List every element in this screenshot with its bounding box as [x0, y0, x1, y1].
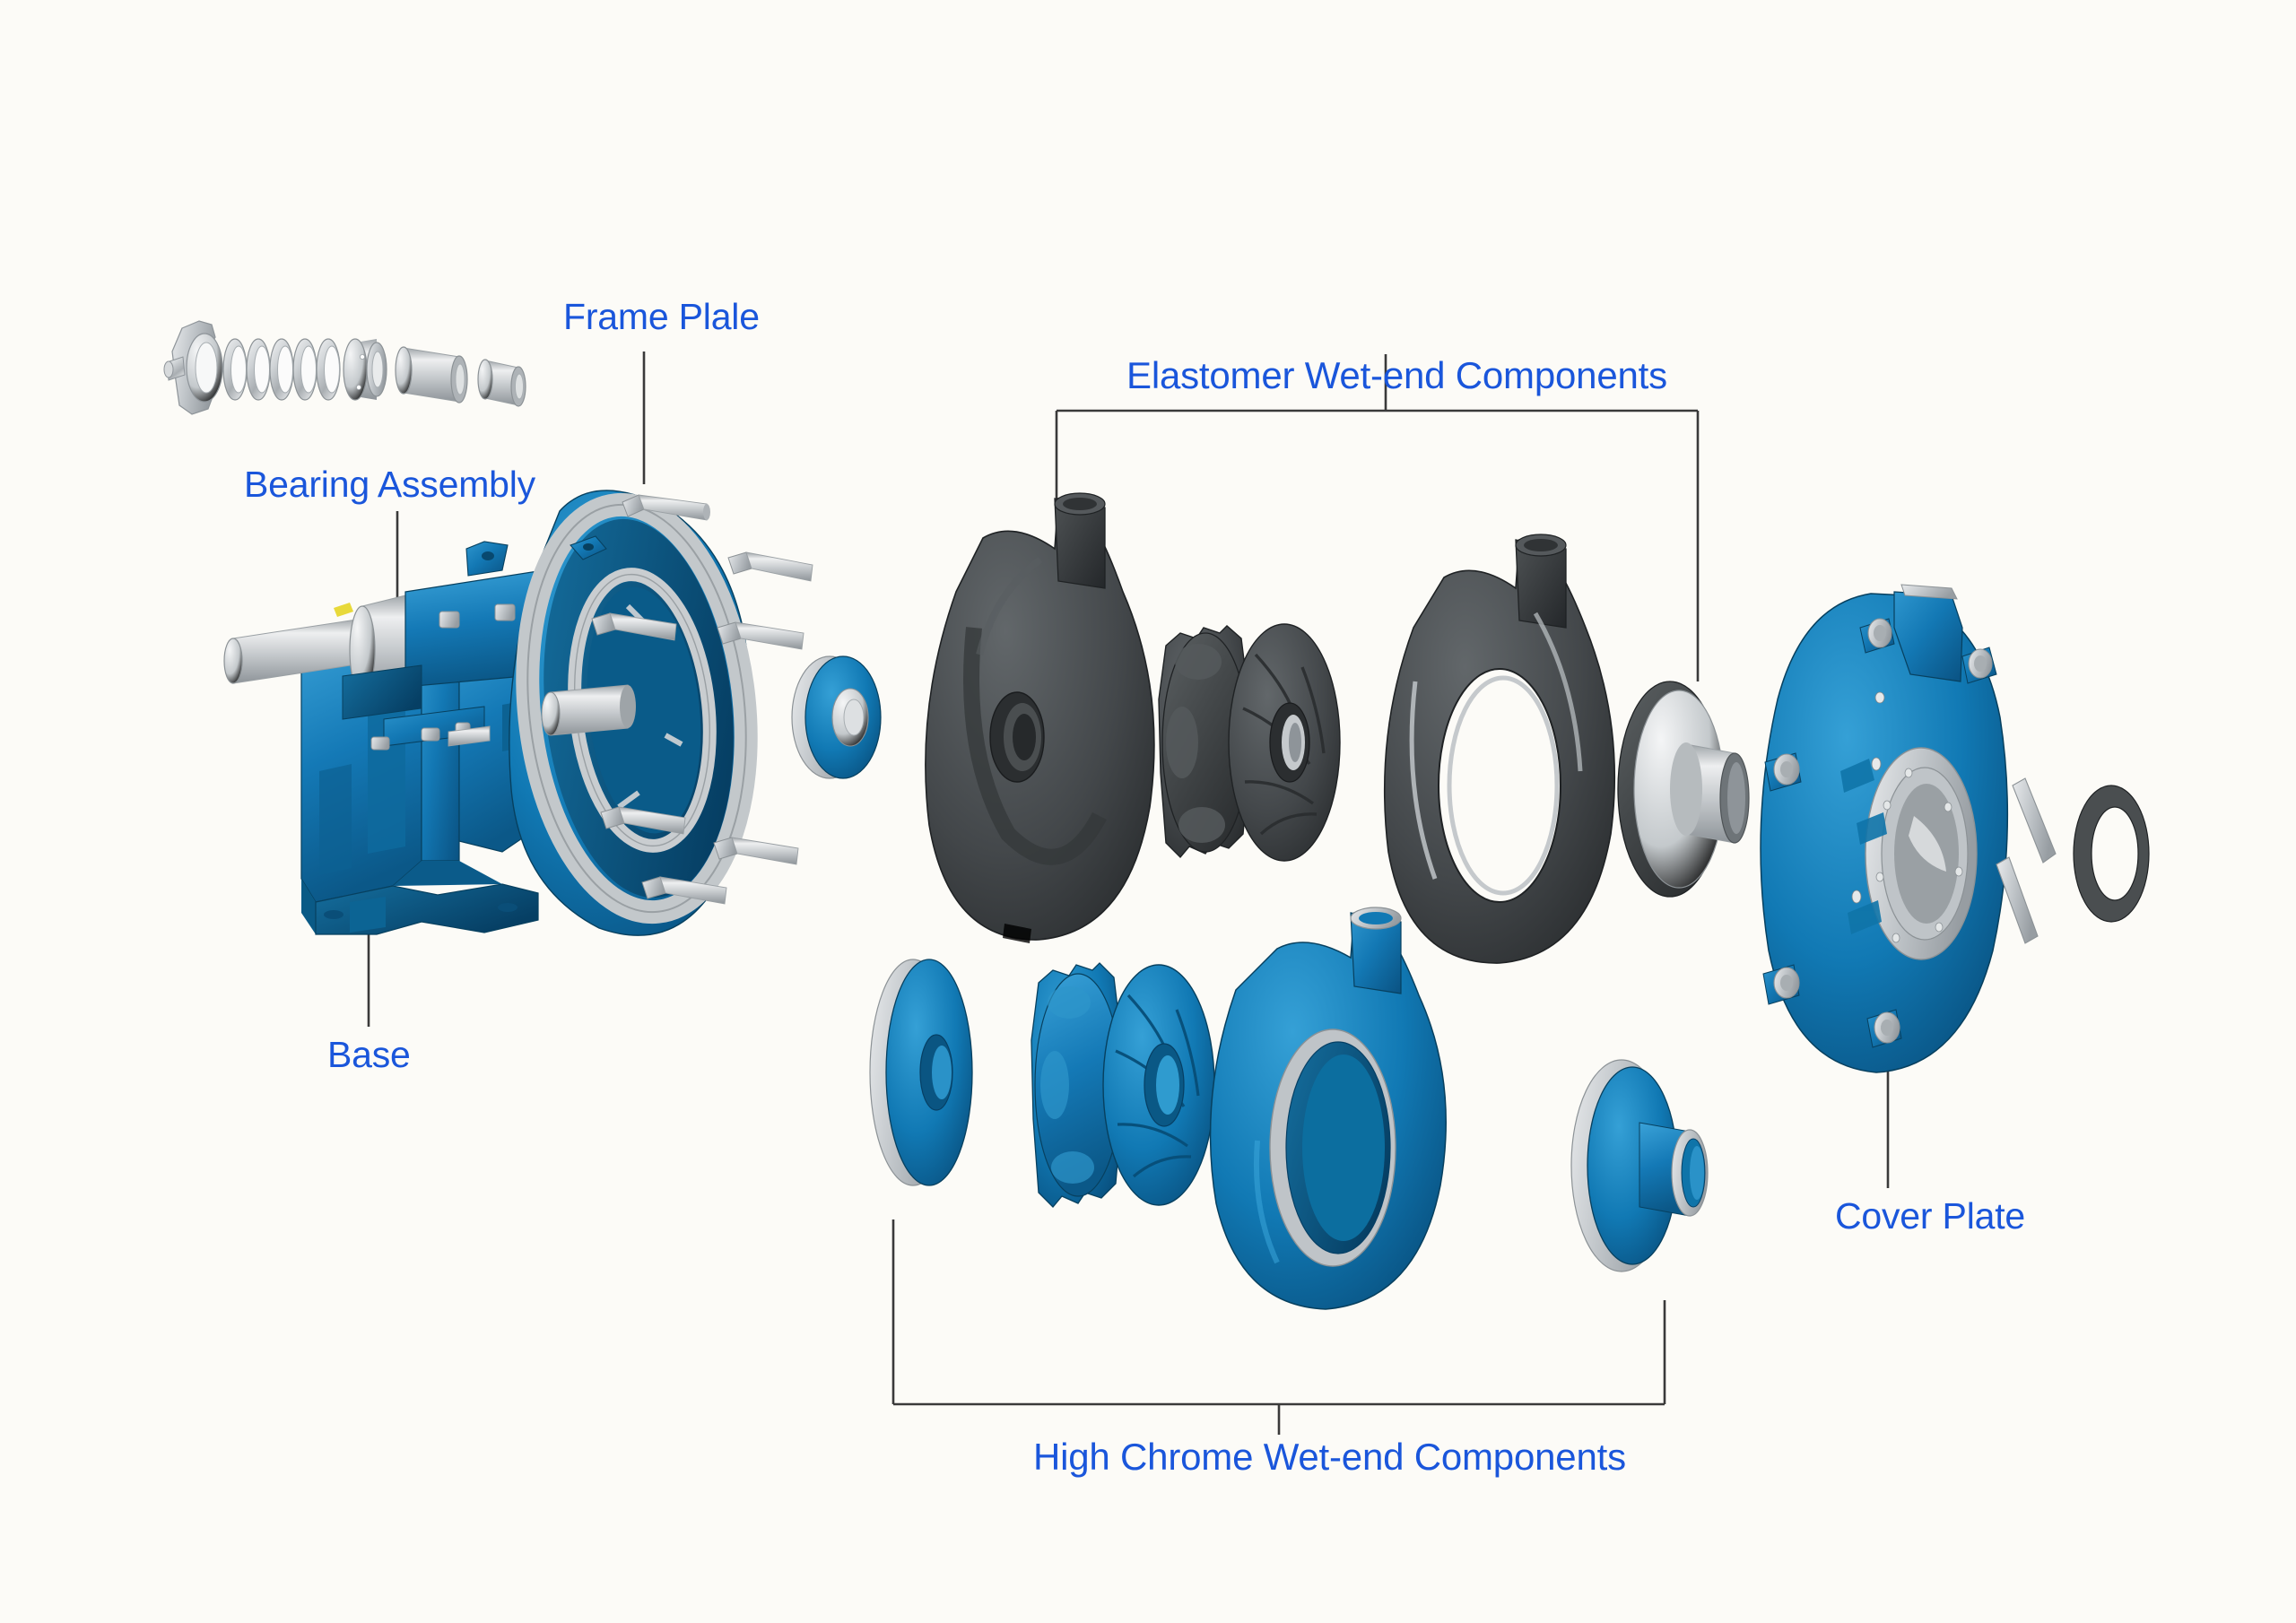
chrome-frame-plate-liner	[869, 959, 973, 1186]
shaft-seal-ring	[791, 655, 882, 779]
label-base: Base	[327, 1034, 411, 1075]
label-frame-plate: Frame Plale	[563, 296, 760, 337]
elastomer-frame-plate-liner	[1383, 534, 1616, 964]
cover-plate	[1760, 584, 2009, 1073]
chrome-impeller	[1031, 962, 1215, 1208]
chrome-volute-liner	[1209, 907, 1447, 1310]
label-bearing-assembly: Bearing Assembly	[244, 464, 535, 505]
label-elastomer-wet-end: Elastomer Wet-end Components	[1126, 354, 1667, 396]
cover-plate-wedges	[1996, 777, 2057, 944]
gland-packing-assembly	[163, 320, 526, 415]
elastomer-throatbush	[1617, 681, 1750, 898]
frame-plate	[509, 490, 813, 936]
elastomer-impeller	[1158, 623, 1341, 862]
chrome-throatbush	[1570, 1059, 1709, 1272]
label-high-chrome-wet-end: High Chrome Wet-end Components	[1033, 1436, 1626, 1478]
elastomer-volute-liner	[925, 492, 1155, 943]
label-cover-plate: Cover Plate	[1835, 1195, 2026, 1237]
frame-plate-studs	[591, 494, 813, 905]
cover-plate-gasket	[2073, 785, 2150, 923]
